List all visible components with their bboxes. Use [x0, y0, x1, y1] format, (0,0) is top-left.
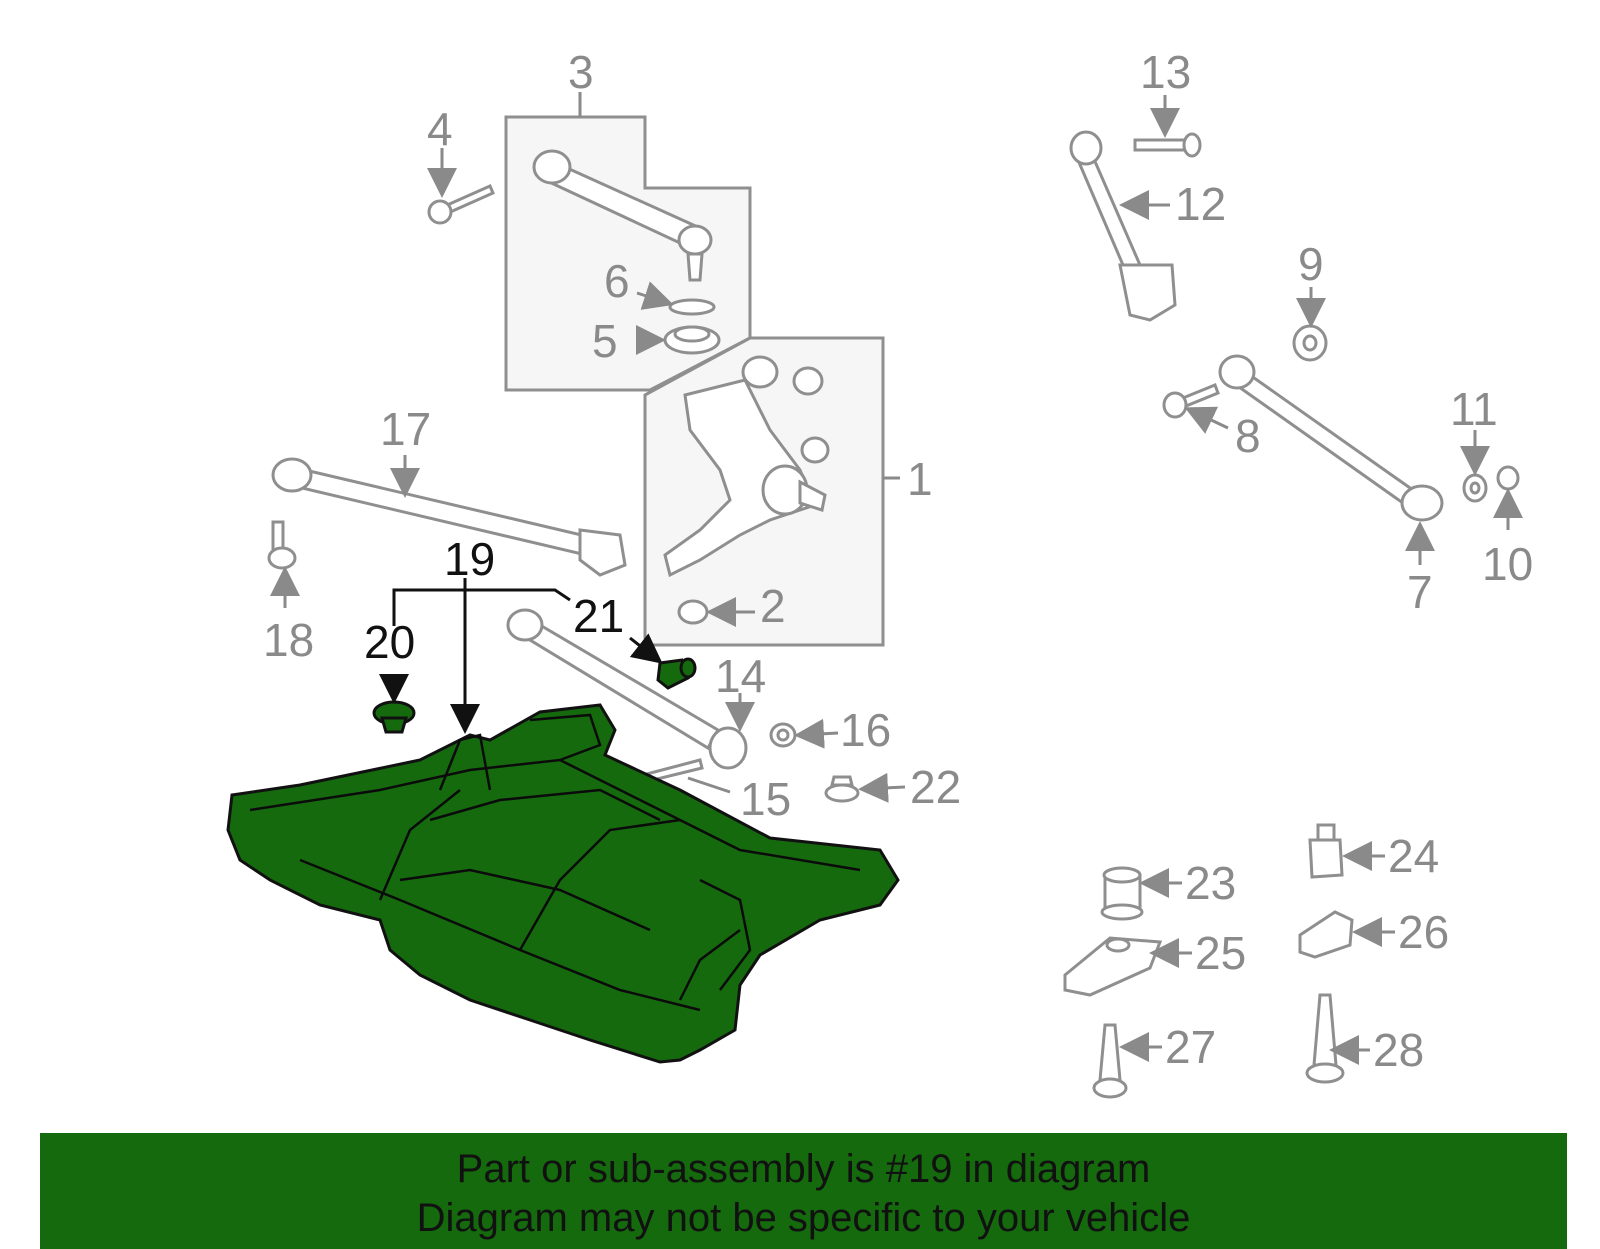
callout-15: 15 [740, 773, 791, 825]
leader-22 [858, 772, 906, 803]
nut-11-part[interactable] [1462, 473, 1488, 503]
callout-21: 21 [573, 590, 624, 642]
clip-24-part[interactable] [1308, 823, 1344, 879]
arm-14-part[interactable] [506, 608, 748, 770]
callout-25: 25 [1195, 927, 1246, 979]
link-7-part[interactable] [1218, 354, 1444, 522]
callout-22: 22 [910, 761, 961, 813]
callout-20: 20 [364, 616, 415, 668]
lower-arm-17-part[interactable] [271, 457, 627, 577]
leader-16 [794, 718, 839, 749]
callout-26: 26 [1398, 906, 1449, 958]
callout-1: 1 [907, 453, 933, 505]
bolt-8-part[interactable] [1162, 383, 1220, 419]
bushing-9-part[interactable] [1292, 324, 1328, 362]
plate-25-part[interactable] [1063, 936, 1163, 997]
leader-21 [629, 633, 663, 664]
nut-22-part[interactable] [824, 775, 860, 803]
screw-28-part[interactable] [1305, 993, 1345, 1084]
info-banner: Part or sub-assembly is #19 in diagram D… [40, 1133, 1567, 1249]
callout-18: 18 [263, 614, 314, 666]
nut-10-part[interactable] [1496, 465, 1520, 491]
callout-27: 27 [1165, 1021, 1216, 1073]
callout-4: 4 [427, 103, 453, 155]
callout-12: 12 [1175, 178, 1226, 230]
knuckle-1-part[interactable] [663, 355, 830, 578]
nut-2-part[interactable] [677, 599, 709, 625]
callout-23: 23 [1185, 857, 1236, 909]
callout-16: 16 [840, 704, 891, 756]
link-12-part[interactable] [1069, 130, 1177, 322]
clip-26-part[interactable] [1298, 910, 1354, 959]
banner-line-1: Part or sub-assembly is #19 in diagram [456, 1147, 1151, 1191]
seal-5-part[interactable] [663, 325, 721, 355]
leader-8 [1184, 406, 1229, 434]
callout-19: 19 [444, 533, 495, 585]
bracket-19-20-21 [392, 588, 571, 626]
leader-15 [687, 776, 731, 794]
bolt-13-part[interactable] [1133, 132, 1202, 158]
callout-3: 3 [568, 46, 594, 98]
callout-2: 2 [760, 580, 786, 632]
callout-13: 13 [1140, 46, 1191, 98]
bolt-4-part[interactable] [427, 184, 495, 225]
banner-line-2: Diagram may not be specific to your vehi… [416, 1196, 1191, 1240]
callout-9: 9 [1298, 238, 1324, 290]
screw-27-part[interactable] [1092, 1023, 1128, 1099]
bolt-21-part[interactable] [656, 657, 697, 690]
ring-6-part[interactable] [668, 298, 716, 316]
callout-11: 11 [1450, 383, 1498, 435]
callout-7: 7 [1407, 566, 1433, 618]
callout-24: 24 [1388, 830, 1439, 882]
nut-16-part[interactable] [769, 722, 797, 748]
plug-20-part[interactable] [372, 700, 416, 734]
clip-23-part[interactable] [1100, 866, 1144, 921]
callout-10: 10 [1482, 538, 1533, 590]
callout-6: 6 [604, 255, 630, 307]
callout-14: 14 [715, 650, 766, 702]
upper-control-arm-part[interactable] [532, 149, 713, 282]
leader-6 [636, 281, 674, 310]
callout-5: 5 [592, 315, 618, 367]
callout-17: 17 [380, 403, 431, 455]
subframe-19-highlighted-part[interactable] [226, 703, 900, 1064]
callout-8: 8 [1235, 410, 1261, 462]
callout-28: 28 [1373, 1024, 1424, 1076]
bolt-18-part[interactable] [267, 520, 297, 570]
